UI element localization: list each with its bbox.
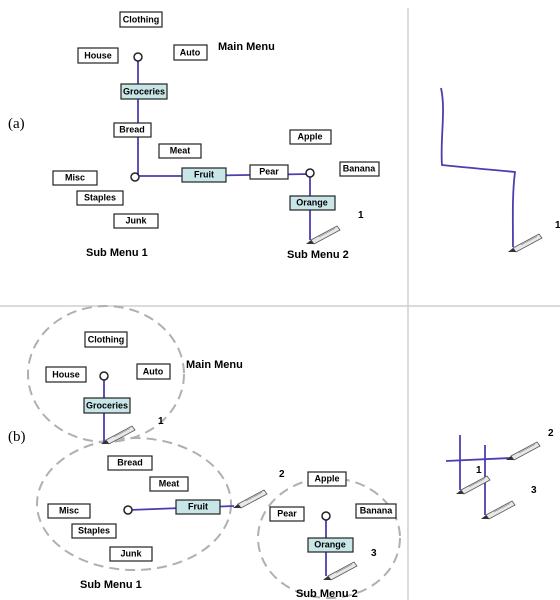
- sub1-item-misc[interactable]: Misc: [47, 503, 91, 519]
- panel-a-mark: 1: [440, 87, 560, 253]
- main-item-auto[interactable]: Auto: [173, 44, 208, 61]
- sub1-item-label: Meat: [170, 145, 191, 155]
- sub-menu-1-title: Sub Menu 1: [86, 247, 148, 259]
- sub1-item-junk[interactable]: Junk: [109, 546, 153, 562]
- main-item-groceries[interactable]: Groceries: [83, 397, 131, 414]
- main-item-auto[interactable]: Auto: [136, 363, 171, 380]
- sub1-item-misc[interactable]: Misc: [52, 170, 98, 186]
- main-item-house[interactable]: House: [77, 47, 119, 64]
- sub2-item-label: Orange: [314, 539, 346, 549]
- main-item-label: Clothing: [123, 14, 160, 24]
- sub2-item-label: Apple: [314, 473, 339, 483]
- sub2-item-pear[interactable]: Pear: [269, 506, 305, 522]
- sub1-item-label: Junk: [125, 215, 147, 225]
- pen-icon: [505, 441, 541, 461]
- sub1-item-label: Bread: [119, 124, 145, 134]
- compact-mark-path: [440, 87, 517, 248]
- sub1-item-label: Meat: [159, 478, 180, 488]
- sub1-item-label: Fruit: [188, 501, 208, 511]
- main-menu-center: [133, 52, 143, 62]
- sub2-item-orange[interactable]: Orange: [289, 195, 336, 211]
- sub2-item-apple[interactable]: Apple: [289, 129, 332, 145]
- sub1-item-fruit[interactable]: Fruit: [175, 499, 221, 515]
- panel-label-a: (a): [8, 116, 25, 132]
- sub2-item-label: Banana: [360, 505, 394, 515]
- sub-menu-1-title: Sub Menu 1: [80, 579, 142, 591]
- main-item-house[interactable]: House: [45, 366, 87, 383]
- main-item-label: House: [84, 50, 112, 60]
- sub2-item-label: Pear: [277, 508, 297, 518]
- sub-menu-2-title: Sub Menu 2: [296, 588, 358, 600]
- stroke-marker-label: 2: [279, 469, 285, 480]
- main-item-label: Auto: [143, 366, 164, 376]
- sub2-item-label: Banana: [343, 163, 377, 173]
- panel-b-mark: 1 2 3: [445, 428, 554, 520]
- stroke-marker-label: 1: [358, 210, 364, 221]
- main-item-label: Groceries: [86, 400, 128, 410]
- sub1-item-bread[interactable]: Bread: [113, 122, 152, 138]
- panel-a: Clothing House Auto Groceries Main Menu …: [52, 11, 380, 261]
- sub1-item-label: Misc: [59, 505, 79, 515]
- main-item-label: Groceries: [123, 86, 165, 96]
- mark-stroke-2: [445, 457, 511, 462]
- sub1-item-label: Misc: [65, 172, 85, 182]
- sub1-item-fruit[interactable]: Fruit: [181, 167, 227, 183]
- stroke-marker-label: 1: [476, 465, 482, 476]
- sub1-item-label: Bread: [117, 457, 143, 467]
- main-item-clothing[interactable]: Clothing: [84, 331, 128, 348]
- main-item-clothing[interactable]: Clothing: [119, 11, 163, 28]
- pen-icon: [480, 500, 516, 520]
- sub1-item-staples[interactable]: Staples: [76, 190, 124, 206]
- sub-menu-1-outline: [36, 437, 232, 571]
- stroke-marker-label: 2: [548, 428, 554, 439]
- main-item-label: Auto: [180, 47, 201, 57]
- sub1-item-meat[interactable]: Meat: [158, 143, 202, 159]
- sub2-item-label: Orange: [296, 197, 328, 207]
- pen-icon: [232, 489, 268, 509]
- sub2-item-pear[interactable]: Pear: [249, 164, 289, 180]
- sub2-item-label: Pear: [259, 166, 279, 176]
- stroke-marker-label: 1: [555, 220, 560, 231]
- main-menu-center: [99, 371, 109, 381]
- main-menu-title: Main Menu: [218, 41, 275, 53]
- main-menu-title: Main Menu: [186, 359, 243, 371]
- sub1-item-staples[interactable]: Staples: [71, 523, 117, 539]
- main-item-label: House: [52, 369, 80, 379]
- panel-b: Clothing House Auto Groceries Main Menu …: [27, 305, 401, 600]
- sub-menu-1-center: [123, 505, 133, 515]
- main-item-label: Clothing: [88, 334, 125, 344]
- stroke-marker-label: 3: [531, 485, 537, 496]
- sub2-item-label: Apple: [297, 131, 322, 141]
- stroke-marker-label: 3: [371, 548, 377, 559]
- pen-icon: [322, 561, 358, 581]
- sub1-item-label: Staples: [84, 192, 116, 202]
- sub-menu-2-center: [321, 511, 331, 521]
- main-item-groceries[interactable]: Groceries: [120, 83, 168, 100]
- sub-menu-2-center: [305, 168, 315, 178]
- sub-menu-1-center: [130, 172, 140, 182]
- sub1-item-bread[interactable]: Bread: [107, 455, 153, 471]
- sub2-item-apple[interactable]: Apple: [307, 471, 347, 487]
- sub1-item-meat[interactable]: Meat: [149, 476, 189, 492]
- sub2-item-banana[interactable]: Banana: [339, 161, 380, 177]
- sub2-item-banana[interactable]: Banana: [355, 503, 397, 519]
- stroke-marker-label: 1: [158, 416, 164, 427]
- sub1-item-label: Junk: [120, 548, 142, 558]
- sub2-item-orange[interactable]: Orange: [307, 537, 354, 553]
- panel-label-b: (b): [8, 429, 26, 445]
- sub1-item-label: Staples: [78, 525, 110, 535]
- sub1-item-label: Fruit: [194, 169, 214, 179]
- sub-menu-2-title: Sub Menu 2: [287, 249, 349, 261]
- pen-icon: [305, 225, 341, 245]
- sub1-item-junk[interactable]: Junk: [113, 213, 159, 229]
